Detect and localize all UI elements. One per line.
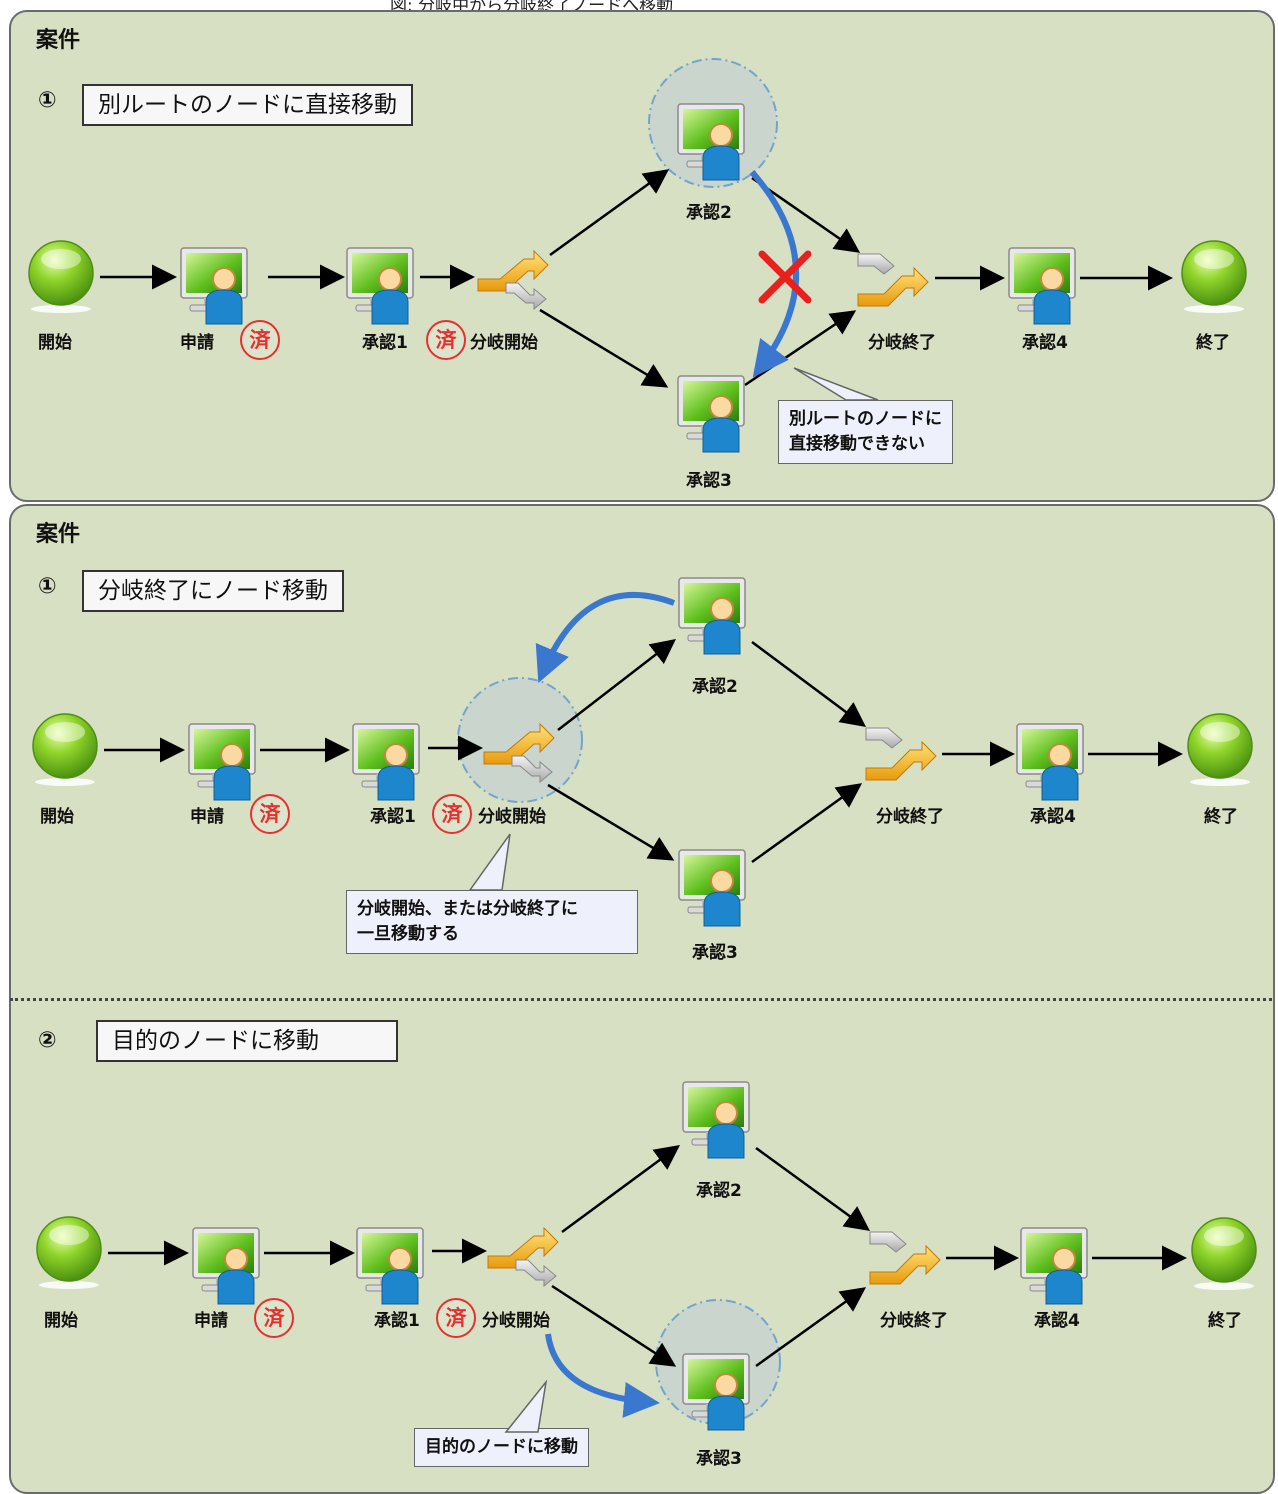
diagram-top — [28, 58, 1247, 453]
end-node-icon — [1187, 713, 1253, 787]
node-label-apply: 申請 — [190, 807, 224, 827]
user-pc-icon — [677, 375, 745, 453]
node-label-end: 終了 — [1208, 1311, 1242, 1331]
user-pc-icon — [180, 247, 248, 325]
panel-title: 案件 — [36, 522, 81, 547]
user-pc-icon — [678, 849, 746, 927]
diagram-step2 — [36, 1081, 1257, 1433]
user-pc-icon — [188, 723, 256, 801]
node-label-approve4: 承認4 — [1030, 807, 1076, 827]
start-node-icon — [36, 1216, 102, 1290]
branch-end-icon — [857, 253, 929, 307]
user-pc-icon — [356, 1227, 424, 1305]
step-label: 別ルートのノードに直接移動 — [82, 84, 413, 126]
start-node-icon — [32, 713, 98, 787]
callout-line: 直接移動できない — [789, 434, 925, 454]
node-label-branch-start: 分岐開始 — [478, 807, 546, 827]
user-pc-icon — [1008, 247, 1076, 325]
node-label-start: 開始 — [38, 333, 72, 353]
step-label: 目的のノードに移動 — [96, 1020, 398, 1062]
user-pc-icon — [346, 247, 414, 325]
done-stamp: 済 — [250, 794, 290, 834]
node-label-approve3: 承認3 — [692, 943, 738, 963]
callout-line: 別ルートのノードに — [789, 409, 942, 429]
callout-note: 別ルートのノードに 直接移動できない — [778, 400, 953, 464]
section-divider — [10, 998, 1272, 1001]
done-stamp: 済 — [426, 320, 466, 360]
user-pc-icon — [1020, 1227, 1088, 1305]
node-label-apply: 申請 — [180, 333, 214, 353]
node-label-approve4: 承認4 — [1022, 333, 1068, 353]
move-arrow — [535, 592, 676, 684]
node-label-start: 開始 — [40, 807, 74, 827]
branch-end-icon — [865, 727, 937, 781]
branch-end-icon — [869, 1231, 941, 1285]
done-stamp: 済 — [254, 1298, 294, 1338]
move-arrow — [545, 1333, 660, 1418]
user-pc-icon — [1016, 723, 1084, 801]
user-pc-icon — [678, 577, 746, 655]
step-number: ① — [38, 574, 57, 599]
invalid-cross-icon — [758, 250, 812, 304]
callout-pointer — [504, 1379, 548, 1433]
step-number: ② — [38, 1028, 57, 1053]
user-pc-icon — [192, 1227, 260, 1305]
node-label-end: 終了 — [1196, 333, 1230, 353]
node-label-start: 開始 — [44, 1311, 78, 1331]
node-label-approve2: 承認2 — [686, 203, 732, 223]
end-node-icon — [1181, 240, 1247, 314]
node-label-branch-end: 分岐終了 — [868, 333, 936, 353]
callout-line: 一旦移動する — [357, 924, 459, 944]
node-label-approve2: 承認2 — [692, 677, 738, 697]
callout-note: 分岐開始、または分岐終了に 一旦移動する — [346, 890, 638, 954]
step-number: ① — [38, 88, 57, 113]
diagram-step1 — [32, 577, 1253, 927]
done-stamp: 済 — [436, 1298, 476, 1338]
node-label-approve1: 承認1 — [370, 807, 416, 827]
done-stamp: 済 — [432, 794, 472, 834]
callout-note: 目的のノードに移動 — [414, 1428, 589, 1467]
panel-title: 案件 — [36, 28, 81, 53]
branch-start-icon — [477, 250, 549, 310]
node-label-branch-end: 分岐終了 — [876, 807, 944, 827]
node-label-end: 終了 — [1204, 807, 1238, 827]
callout-line: 分岐開始、または分岐終了に — [357, 899, 578, 919]
user-pc-icon — [352, 723, 420, 801]
end-node-icon — [1191, 1217, 1257, 1291]
callout-pointer — [793, 367, 879, 401]
callout-pointer — [468, 833, 511, 891]
node-label-approve1: 承認1 — [362, 333, 408, 353]
done-stamp: 済 — [240, 320, 280, 360]
user-pc-icon — [682, 1081, 750, 1159]
node-label-approve1: 承認1 — [374, 1311, 420, 1331]
node-label-apply: 申請 — [194, 1311, 228, 1331]
node-label-branch-start: 分岐開始 — [482, 1311, 550, 1331]
node-label-approve3: 承認3 — [686, 471, 732, 491]
branch-start-icon — [487, 1227, 559, 1287]
node-label-approve4: 承認4 — [1034, 1311, 1080, 1331]
step-label: 分岐終了にノード移動 — [82, 570, 344, 612]
node-label-branch-end: 分岐終了 — [880, 1311, 948, 1331]
node-label-branch-start: 分岐開始 — [470, 333, 538, 353]
node-label-approve3: 承認3 — [696, 1449, 742, 1469]
start-node-icon — [28, 240, 94, 314]
node-label-approve2: 承認2 — [696, 1181, 742, 1201]
